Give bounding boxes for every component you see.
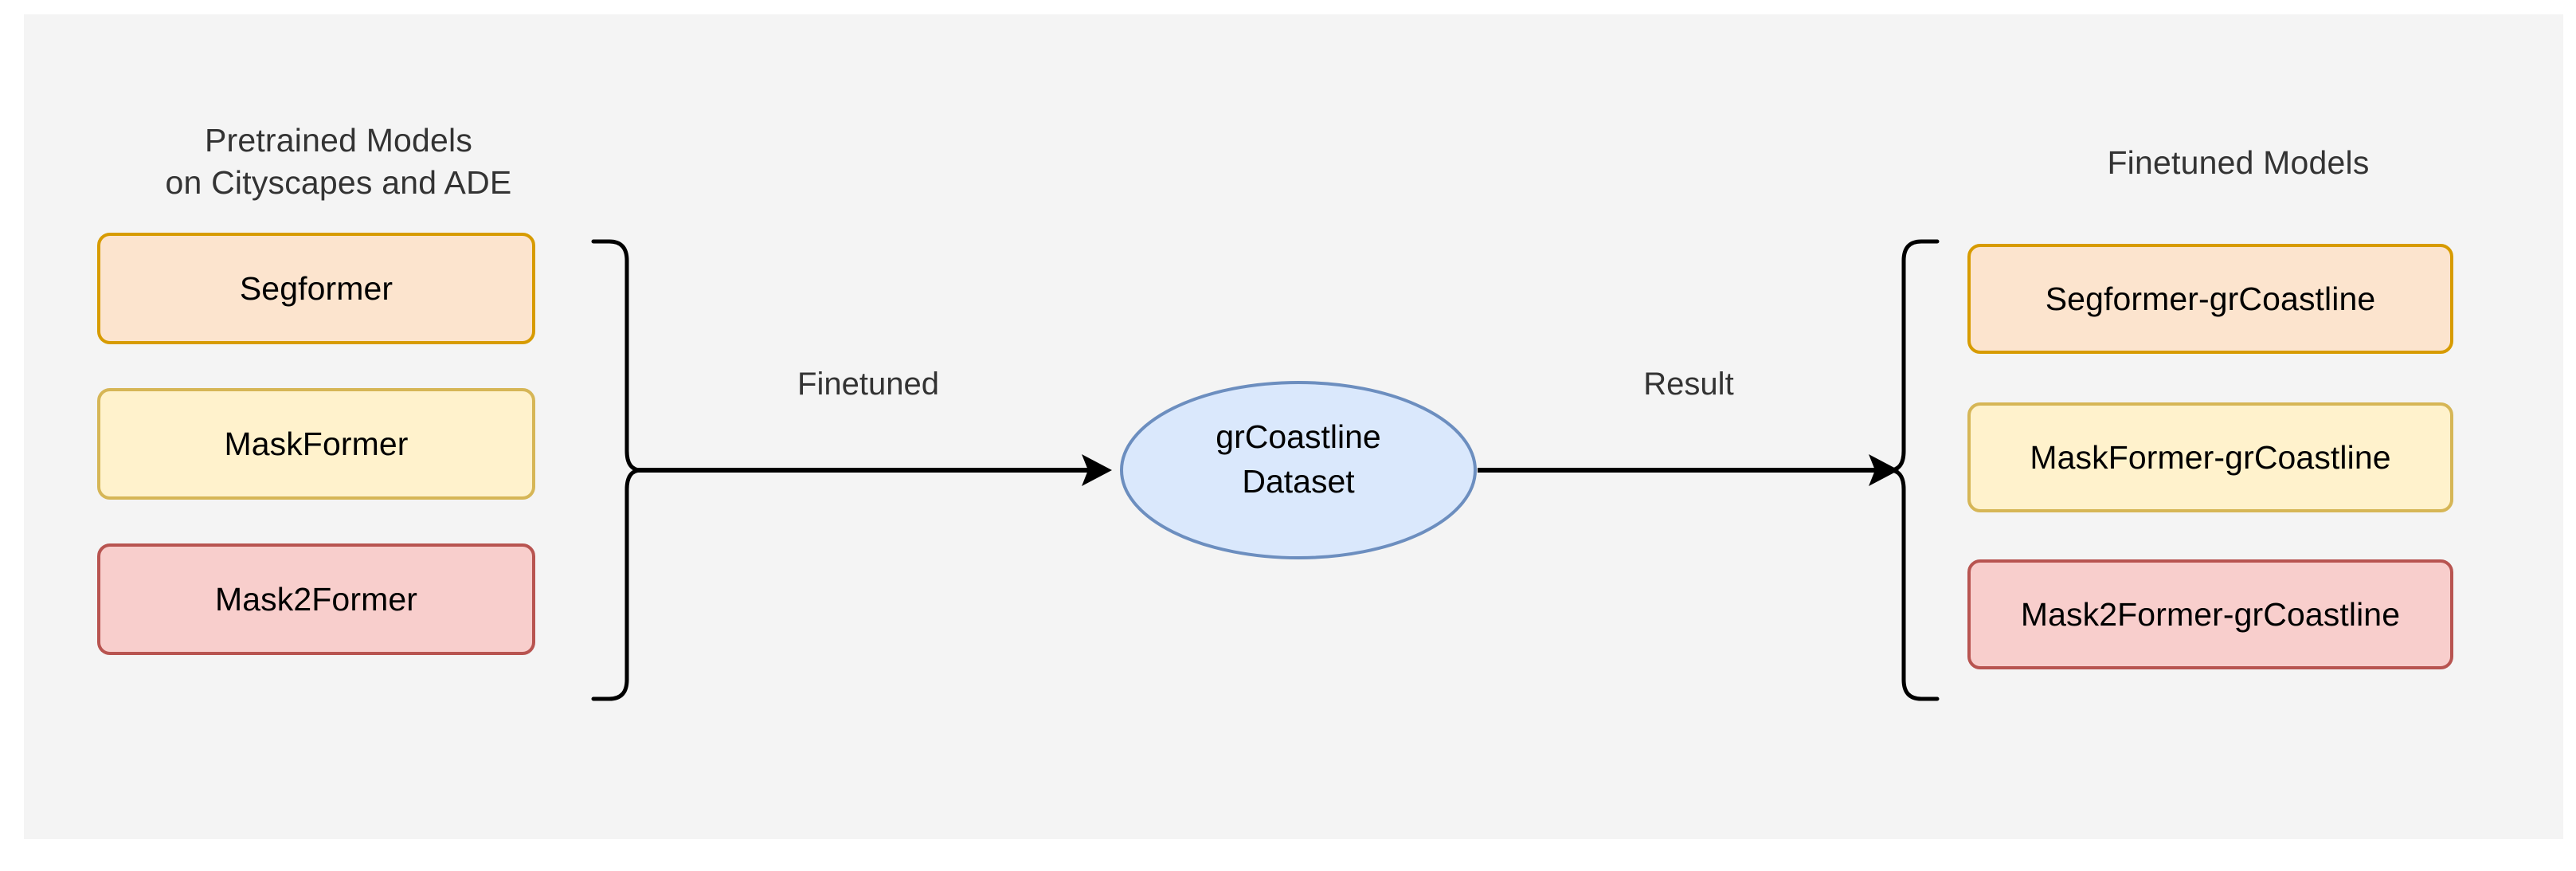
model-box-maskformer-grcoastline[interactable]: MaskFormer-grCoastline	[1967, 402, 2453, 512]
finetuned-models-heading: Finetuned Models	[1944, 142, 2533, 184]
model-box-segformer-grcoastline[interactable]: Segformer-grCoastline	[1967, 244, 2453, 354]
model-box-segformer-label: Segformer	[239, 269, 393, 307]
edge-label-finetuned: Finetuned	[797, 367, 939, 402]
grcoastline-dataset-label-line2: Dataset	[1242, 463, 1355, 500]
model-box-maskformer[interactable]: MaskFormer	[97, 388, 535, 500]
edge-label-result: Result	[1643, 367, 1734, 402]
grcoastline-dataset-label-line1: grCoastline	[1216, 418, 1381, 455]
grcoastline-dataset-label: grCoastline Dataset	[1119, 414, 1478, 504]
model-box-maskformer-label: MaskFormer	[224, 425, 409, 462]
finetuned-models-heading-line1: Finetuned Models	[2107, 144, 2370, 181]
model-box-mask2former-grcoastline-label: Mask2Former-grCoastline	[2020, 595, 2401, 633]
pretrained-models-heading: Pretrained Models on Cityscapes and ADE	[72, 120, 605, 204]
model-box-maskformer-grcoastline-label: MaskFormer-grCoastline	[2030, 438, 2391, 476]
model-box-segformer-grcoastline-label: Segformer-grCoastline	[2045, 280, 2376, 317]
model-box-mask2former-label: Mask2Former	[215, 580, 417, 618]
pretrained-models-heading-line1: Pretrained Models	[204, 122, 473, 159]
model-box-segformer[interactable]: Segformer	[97, 233, 535, 344]
model-box-mask2former[interactable]: Mask2Former	[97, 543, 535, 655]
model-box-mask2former-grcoastline[interactable]: Mask2Former-grCoastline	[1967, 559, 2453, 669]
pretrained-models-heading-line2: on Cityscapes and ADE	[165, 164, 512, 201]
